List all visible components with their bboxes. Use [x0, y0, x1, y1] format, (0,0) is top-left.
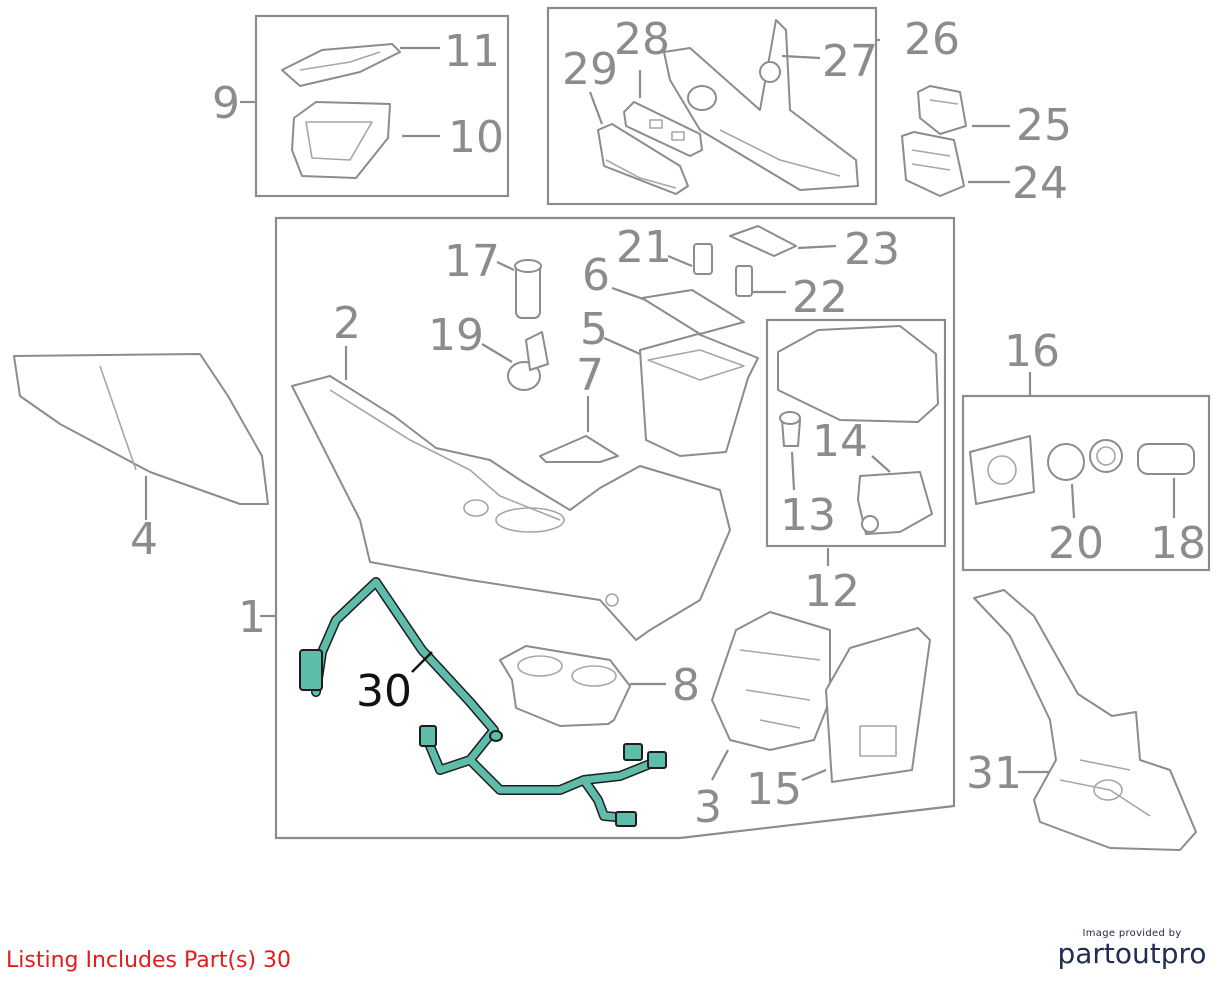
callout-12: 12: [804, 566, 860, 617]
part-13-clip: [779, 411, 801, 447]
part-5-storage-bin: [639, 333, 759, 457]
brand-prefix: Image provided by: [1082, 928, 1182, 939]
part-3-bracket: [711, 611, 831, 751]
part-14-latch: [857, 471, 933, 535]
callout-19: 19: [428, 310, 484, 361]
callout-24: 24: [1012, 158, 1068, 209]
part-11-lid: [281, 43, 401, 87]
frame-group-12: [765, 318, 947, 548]
part-2-console-body: [291, 375, 731, 641]
callout-9: 9: [212, 78, 240, 129]
part-10-storage-bin: [291, 101, 391, 179]
part-31-parking-brake: [973, 589, 1197, 851]
leader-lines: [144, 38, 1176, 782]
part-18-plug: [1137, 443, 1195, 475]
callout-20: 20: [1048, 518, 1104, 569]
part-12-armrest-lid: [777, 325, 939, 423]
part-16-bezel: [969, 435, 1035, 505]
brand-name: partoutpro: [1057, 937, 1207, 970]
callout-25: 25: [1016, 100, 1072, 151]
callout-7: 7: [576, 350, 604, 401]
callout-26: 26: [904, 14, 960, 65]
part-30-wiring-harness: [299, 577, 667, 827]
part-7-trim-piece: [539, 435, 619, 463]
part-28-switch-bezel: [623, 101, 703, 157]
callout-11: 11: [444, 26, 500, 77]
part-25-switch: [917, 85, 967, 135]
part-19-outlet-cap: [507, 331, 549, 391]
part-15-rear-panel: [825, 627, 931, 783]
part-8-cupholder: [499, 645, 631, 727]
callout-1: 1: [238, 592, 266, 643]
frame-group-26: [546, 6, 878, 206]
part-29-switch: [597, 123, 689, 195]
callout-23: 23: [844, 224, 900, 275]
callout-8: 8: [672, 660, 700, 711]
callout-30: 30: [356, 666, 412, 717]
callout-15: 15: [746, 764, 802, 815]
frame-group-16: [961, 394, 1211, 572]
frame-group-1: [274, 216, 956, 840]
part-23-cover: [729, 225, 797, 257]
callout-21: 21: [616, 222, 672, 273]
part-21-switch: [693, 243, 713, 275]
callout-28: 28: [614, 14, 670, 65]
callout-3: 3: [694, 782, 722, 833]
part-4-side-panel: [13, 353, 269, 505]
callout-17: 17: [444, 236, 500, 287]
leader-30: [411, 651, 433, 673]
callout-2: 2: [333, 298, 361, 349]
callout-13: 13: [780, 490, 836, 541]
callout-labels: 1 2 3 4 5 6 7 8 9 10 11 12 13 14 15 16 1…: [130, 14, 1206, 833]
part-24-control-module: [901, 131, 965, 197]
part-17-outlet: [514, 259, 542, 319]
callout-31: 31: [966, 748, 1022, 799]
brand-logo: Image provided by partoutpro: [1052, 928, 1212, 970]
frame-group-9: [254, 14, 510, 198]
callout-14: 14: [812, 416, 868, 467]
callout-22: 22: [792, 272, 848, 323]
callout-27: 27: [822, 36, 878, 87]
callout-6: 6: [582, 250, 610, 301]
part-20-socket: [1047, 439, 1123, 481]
part-22-switch: [735, 265, 753, 297]
callout-4: 4: [130, 514, 158, 565]
part-27-shift-trim-plate: [663, 19, 859, 191]
listing-note: Listing Includes Part(s) 30: [6, 948, 292, 973]
callout-5: 5: [580, 304, 608, 355]
part-6-mat: [641, 289, 745, 335]
callout-10: 10: [448, 112, 504, 163]
callout-16: 16: [1004, 326, 1060, 377]
callout-29: 29: [562, 44, 618, 95]
callout-18: 18: [1150, 518, 1206, 569]
